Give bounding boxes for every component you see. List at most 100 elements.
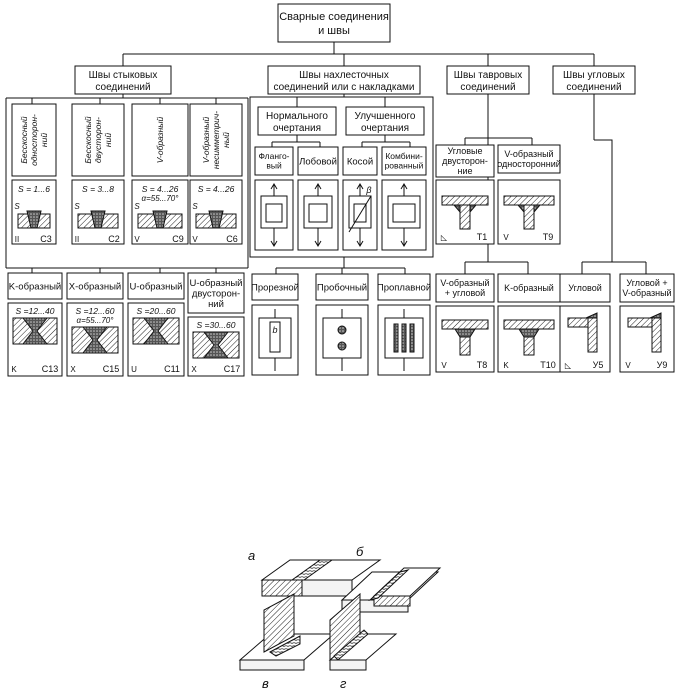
lap-top-cell-2: β — [342, 179, 378, 251]
corner-bottom-label-1-label-line-0: Угловой + — [626, 278, 667, 288]
butt-top-label-2: V-образный — [131, 103, 189, 177]
weld-code-3: С6 — [226, 234, 238, 244]
web-plate — [263, 593, 295, 653]
weld-symbol-0: V — [441, 361, 447, 370]
weld-symbol-2: V — [134, 235, 140, 244]
lap-top-cell-3 — [381, 179, 427, 251]
weld-bead — [202, 331, 230, 359]
weld-symbol-3: V — [192, 235, 198, 244]
butt-bottom-label-2: U-образный — [127, 272, 185, 300]
weld-code-0: С3 — [40, 234, 52, 244]
corner-bottom-frame-0 — [559, 305, 611, 373]
thickness-label: S — [192, 202, 198, 211]
butt-bottom-label-1-box — [66, 272, 124, 300]
category-butt: Швы стыковых соединений — [74, 65, 172, 95]
lap-top-label-1: Лобовой — [297, 146, 339, 176]
lap-subgroup-normal: Нормального очертания — [257, 106, 337, 136]
arrow-down — [400, 240, 408, 247]
butt-bottom-label-3-box — [187, 272, 245, 314]
connector-lines — [5, 42, 647, 274]
butt-top-label-3-label-line-2: ный — [221, 132, 231, 148]
butt-bottom-dim2-1: α=55...70° — [77, 316, 115, 325]
weld-code-1: Т10 — [540, 360, 556, 370]
category-lap-line1: Швы нахлесточных — [299, 70, 389, 81]
lap-bottom-label-1: Пробочный — [315, 273, 369, 301]
tee-top-cell-0: ◺Т1 — [435, 179, 495, 245]
lap-top-label-0-label-line-0: Фланго- — [258, 151, 289, 161]
corner-bottom-frame-1 — [619, 305, 675, 373]
category-corner-line2: соединений — [566, 82, 621, 93]
base-plate-front — [239, 659, 305, 671]
butt-bottom-label-1-label-line-0: X-образный — [69, 281, 121, 292]
lap-bottom-cell-2 — [377, 304, 431, 376]
lap-top-cell-0 — [254, 179, 294, 251]
lap-group-frame — [249, 96, 434, 258]
figure-letter-v: в — [262, 676, 269, 691]
corner-bottom-label-1-label-line-1: V-образный — [622, 288, 671, 298]
tee-bottom-label-1: K-образный — [497, 273, 561, 303]
lap-top-label-3-box — [381, 146, 427, 176]
connector-line — [594, 139, 613, 262]
lap-top-label-2-box — [342, 146, 378, 176]
lap-bottom-label-0-label-line-0: Прорезной — [251, 282, 299, 293]
slot — [269, 321, 281, 353]
melt-weld — [401, 323, 407, 353]
lap-subgroup-improved: Улучшенного очертания — [345, 106, 425, 136]
thickness-label: S — [14, 202, 20, 211]
butt-bottom-dim-2: S =20...60 — [137, 306, 176, 316]
butt-bottom-dim-1: S =12...60 — [76, 306, 115, 316]
weld-symbol-0: ◺ — [565, 361, 572, 370]
weld-symbol-0: ◺ — [441, 233, 448, 242]
thickness-label: S — [134, 202, 140, 211]
butt-bottom-label-3-label-line-0: U-образный — [190, 278, 243, 289]
fillet-welds — [516, 204, 542, 214]
tee-top-label-0-label-line-0: Угловые — [447, 146, 482, 156]
tee-bottom-label-0-label-line-0: V-образный — [440, 278, 489, 288]
butt-top-label-0-label-line-0: Бесскосный — [19, 116, 29, 164]
plate-inner — [265, 203, 283, 223]
tee-flange — [441, 319, 489, 330]
lap-top-label-1-box — [297, 146, 339, 176]
weld-bead — [21, 317, 49, 345]
lap-top-label-0-box — [254, 146, 294, 176]
butt-top-label-2-rotated-label: V-образный — [155, 116, 165, 163]
tee-top-label-0-label-line-2: ние — [457, 166, 472, 176]
tee-weld — [454, 328, 476, 338]
plug-weld — [337, 325, 347, 335]
arrow-up — [314, 183, 322, 190]
butt-top-dim-0: S = 1...6 — [18, 184, 50, 194]
corner-bottom-label-0: Угловой — [559, 273, 611, 303]
tee-web — [459, 204, 471, 230]
lap-top-label-0: Фланго-вый — [254, 146, 294, 176]
weld-symbol-0: K — [11, 365, 17, 374]
weld-symbol-1: K — [503, 361, 509, 370]
corner-plate-v — [587, 317, 598, 353]
weld-bead — [26, 210, 42, 229]
category-butt-line1: Швы стыковых — [89, 70, 158, 81]
lap-subgroup-normal-line2: очертания — [273, 123, 321, 134]
lap-bottom-label-0-box — [251, 273, 299, 301]
figure-b-lap-joint — [340, 567, 442, 613]
lap-subgroup-improved-line1: Улучшенного — [355, 111, 416, 122]
corner-weld — [585, 312, 598, 319]
category-tee-line1: Швы тавровых — [454, 70, 522, 81]
oblique-weld — [348, 195, 372, 233]
corner-bottom-label-0-label-line-0: Угловой — [568, 283, 601, 293]
category-lap: Швы нахлесточных соединений или с наклад… — [267, 65, 421, 95]
base-plate-front — [329, 659, 367, 671]
weld-code-3: С17 — [224, 364, 241, 374]
figure-g-corner-joint — [328, 592, 398, 671]
corner-plate-v — [651, 317, 662, 353]
lap-top-label-0-label-line-1: вый — [266, 161, 282, 171]
butt-top-label-0-box — [11, 103, 57, 177]
tee-top-label-1-box — [497, 144, 561, 174]
corner-bottom-label-1-box — [619, 273, 675, 303]
